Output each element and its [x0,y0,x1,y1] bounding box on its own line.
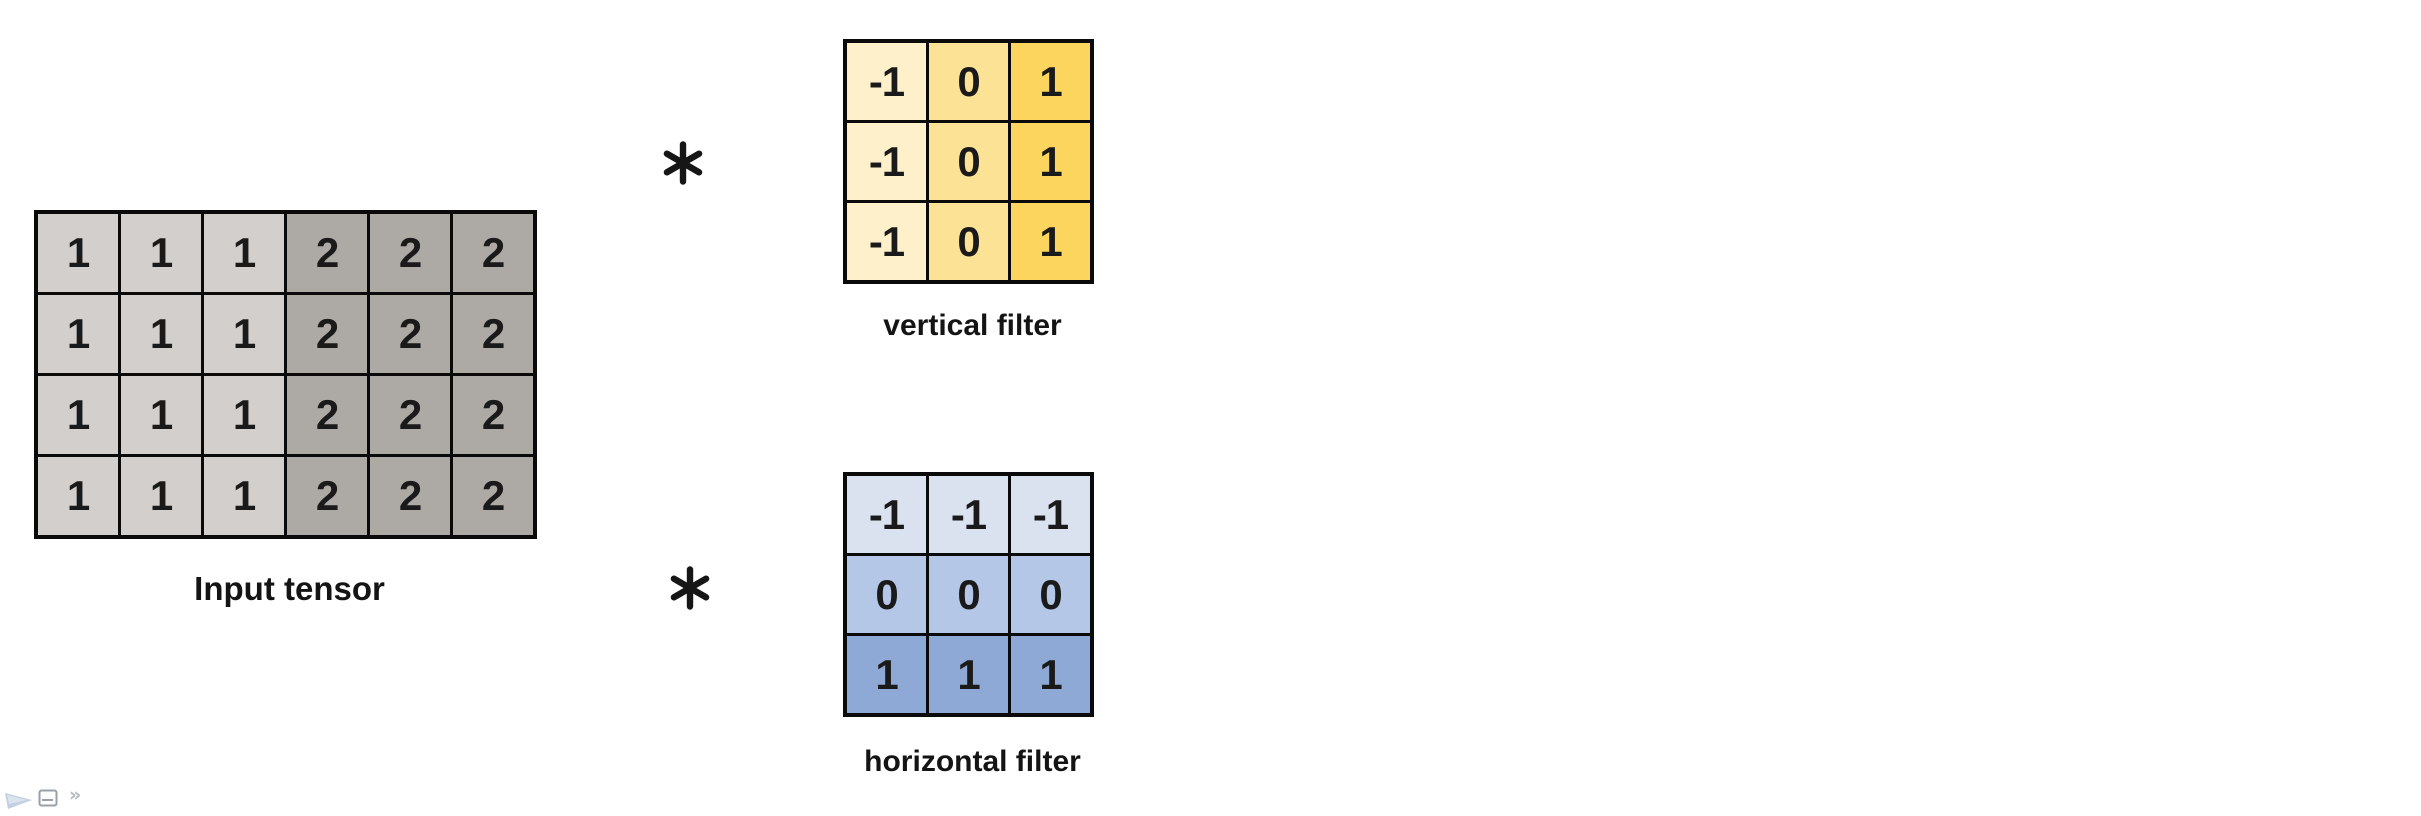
grid-cell: 1 [38,457,118,535]
grid-cell: 0 [847,556,926,633]
grid-cell: 0 [929,203,1008,280]
horizontal-filter-label: horizontal filter [864,745,1081,778]
grid-cell: -1 [847,123,926,200]
grid-cell: 1 [121,295,201,373]
grid-cell: 1 [121,457,201,535]
grid-cell: 2 [370,457,450,535]
grid-cell: 1 [1011,636,1090,713]
grid-cell: 2 [370,295,450,373]
grid-cell: -1 [847,476,926,553]
grid-cell: 2 [370,214,450,292]
vertical-filter-label: vertical filter [883,309,1062,342]
input-tensor-label: Input tensor [194,570,385,607]
grid-cell: 1 [121,376,201,454]
grid-cell: 1 [204,457,284,535]
grid-cell: 2 [287,214,367,292]
grid-cell: 1 [204,295,284,373]
grid-cell: 1 [38,295,118,373]
grid-cell: 1 [1011,203,1090,280]
grid-cell: 1 [204,376,284,454]
grid-cell: 0 [929,123,1008,200]
grid-cell: 1 [121,214,201,292]
grid-cell: 1 [847,636,926,713]
grid-cell: 1 [929,636,1008,713]
grid-cell: 1 [204,214,284,292]
grid-cell: -1 [847,203,926,280]
grid-cell: 2 [453,457,533,535]
grid-cell: 2 [453,376,533,454]
grid-cell: 1 [1011,43,1090,120]
chevrons-icon[interactable]: » [69,784,83,806]
grid-cell: 2 [287,457,367,535]
grid-cell: 0 [929,556,1008,633]
grid-cell: 2 [287,295,367,373]
grid-cell: 2 [453,214,533,292]
grid-cell: 1 [38,214,118,292]
grid-cell: 0 [1011,556,1090,633]
grid-cell: -1 [1011,476,1090,553]
grid-cell: 2 [453,295,533,373]
grid-cell: 0 [929,43,1008,120]
convolution-asterisk-icon [668,566,712,610]
grid-cell: -1 [929,476,1008,553]
grid-cell: 1 [1011,123,1090,200]
grid-cell: 2 [287,376,367,454]
grid-cell: 2 [370,376,450,454]
grid-cell: -1 [847,43,926,120]
grid-cell: 1 [38,376,118,454]
convolution-asterisk-icon [661,141,705,185]
slide-icon[interactable] [38,789,60,814]
